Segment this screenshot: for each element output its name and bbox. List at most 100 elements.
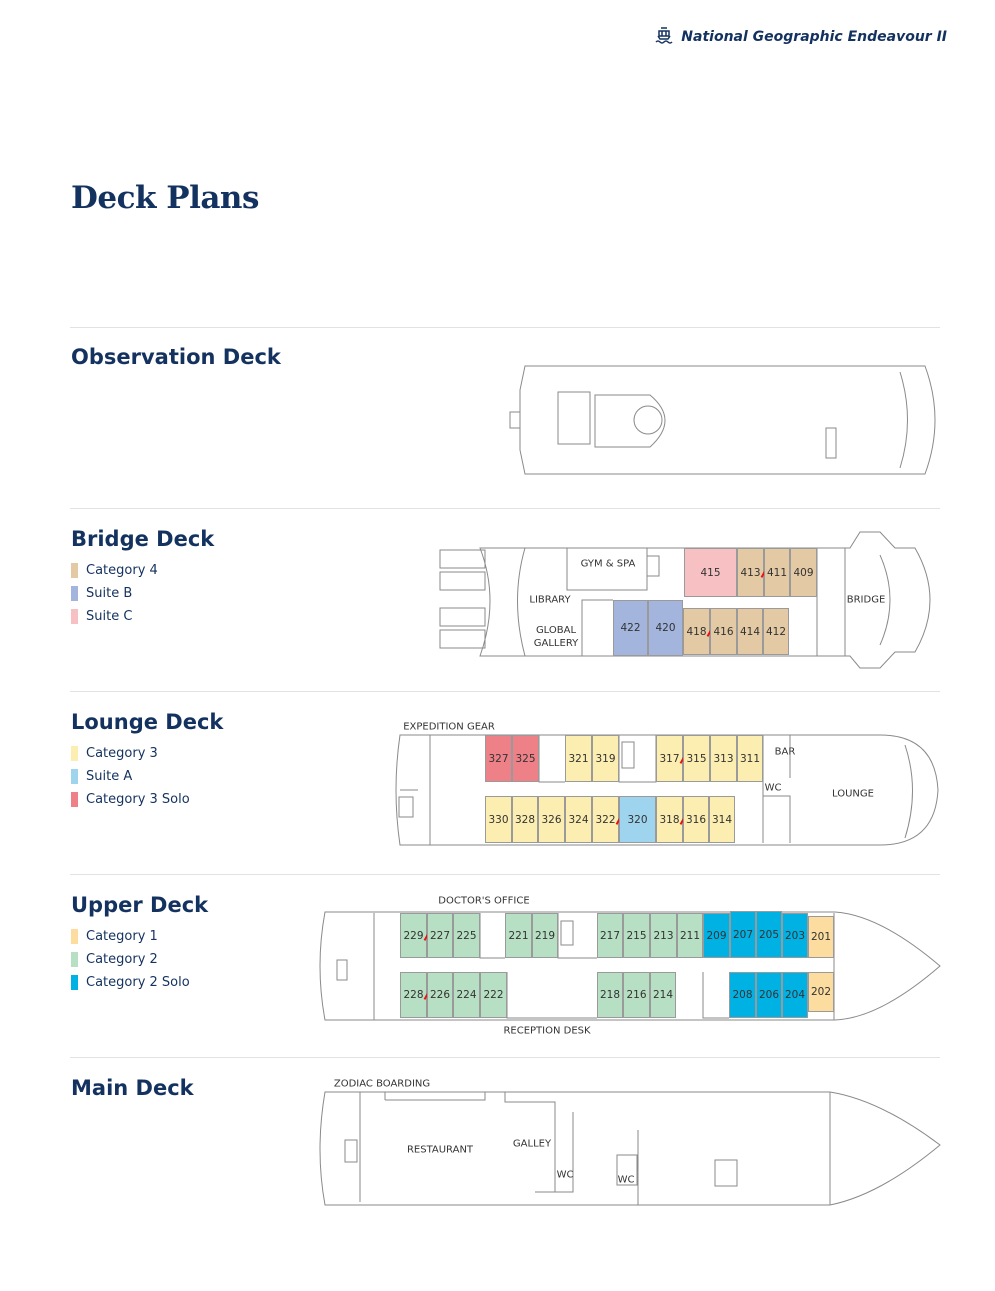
cabin-314[interactable]: 314 xyxy=(709,796,735,843)
cabin-221[interactable]: 221 xyxy=(505,913,532,958)
cabin-number: 420 xyxy=(655,622,676,634)
cabin-325[interactable]: 325 xyxy=(512,735,539,782)
legend-item: Category 3 xyxy=(71,742,190,765)
cabin-414[interactable]: 414 xyxy=(737,608,763,655)
cabin-218[interactable]: 218 xyxy=(597,972,623,1018)
cabin-number: 311 xyxy=(739,752,761,765)
cabin-215[interactable]: 215 xyxy=(623,913,650,958)
cabin-number: 315 xyxy=(686,752,707,765)
cabin-208[interactable]: 208 xyxy=(729,972,756,1018)
cabin-416[interactable]: 416 xyxy=(710,608,737,655)
cabin-number: 227 xyxy=(429,929,451,942)
cabin-330[interactable]: 330 xyxy=(485,796,512,843)
area-label: LIBRARY xyxy=(529,594,571,606)
cabin-203[interactable]: 203 xyxy=(782,913,808,958)
cabin-number: 409 xyxy=(793,566,814,579)
cabin-317[interactable]: 317 xyxy=(656,735,683,782)
cabin-418[interactable]: 418 xyxy=(683,608,710,655)
cabin-number: 203 xyxy=(784,929,806,942)
cabin-number: 330 xyxy=(488,813,509,826)
cabin-number: 318 xyxy=(659,813,680,826)
legend-swatch xyxy=(71,929,78,944)
cabin-324[interactable]: 324 xyxy=(565,796,592,843)
cabin-205[interactable]: 205 xyxy=(756,911,782,958)
cabin-219[interactable]: 219 xyxy=(532,913,558,958)
legend-label: Suite C xyxy=(86,609,133,624)
cabin-413[interactable]: 413 xyxy=(737,548,764,597)
cabin-313[interactable]: 313 xyxy=(710,735,737,782)
cabin-number: 207 xyxy=(732,928,754,941)
cabin-327[interactable]: 327 xyxy=(485,735,512,782)
legend-label: Category 2 Solo xyxy=(86,975,190,990)
area-label: RECEPTION DESK xyxy=(503,1025,591,1037)
main-deck-hull xyxy=(319,1091,941,1206)
cabin-number: 221 xyxy=(508,929,529,942)
cabin-412[interactable]: 412 xyxy=(763,608,789,655)
cabin-209[interactable]: 209 xyxy=(703,913,730,958)
cabin-409[interactable]: 409 xyxy=(790,548,817,597)
cabin-229[interactable]: 229 xyxy=(400,913,427,958)
page-title: Deck Plans xyxy=(71,180,259,216)
cabin-number: 314 xyxy=(711,813,733,826)
cabin-204[interactable]: 204 xyxy=(782,972,808,1018)
observation-deck-hull xyxy=(519,365,936,475)
divider xyxy=(70,874,940,875)
cabin-number: 229 xyxy=(403,929,424,942)
cabin-227[interactable]: 227 xyxy=(427,913,453,958)
cabin-326[interactable]: 326 xyxy=(538,796,565,843)
legend-item: Suite B xyxy=(71,582,158,605)
cabin-328[interactable]: 328 xyxy=(512,796,538,843)
legend-swatch xyxy=(71,975,78,990)
cabin-216[interactable]: 216 xyxy=(623,972,650,1018)
cabin-420[interactable]: 420 xyxy=(648,600,683,656)
cabin-320[interactable]: 320 xyxy=(619,796,656,843)
cabin-207[interactable]: 207 xyxy=(730,911,756,958)
cabin-number: 319 xyxy=(595,752,616,765)
cabin-225[interactable]: 225 xyxy=(453,913,480,958)
cabin-number: 320 xyxy=(627,813,648,826)
cabin-422[interactable]: 422 xyxy=(613,600,648,656)
cabin-number: 411 xyxy=(766,566,788,579)
cabin-222[interactable]: 222 xyxy=(480,972,507,1018)
cabin-224[interactable]: 224 xyxy=(453,972,480,1018)
bridge-deck-title: Bridge Deck xyxy=(71,527,215,551)
cabin-206[interactable]: 206 xyxy=(756,972,782,1018)
legend-item: Category 3 Solo xyxy=(71,788,190,811)
cabin-315[interactable]: 315 xyxy=(683,735,710,782)
legend-swatch xyxy=(71,792,78,807)
area-label: BRIDGE xyxy=(846,594,886,606)
cabin-316[interactable]: 316 xyxy=(683,796,709,843)
cabin-202[interactable]: 202 xyxy=(808,972,834,1012)
legend-item: Category 2 Solo xyxy=(71,971,190,994)
legend-swatch xyxy=(71,952,78,967)
cabin-321[interactable]: 321 xyxy=(565,735,592,782)
area-label: DOCTOR'S OFFICE xyxy=(438,895,530,907)
cabin-number: 321 xyxy=(568,752,589,765)
cabin-number: 224 xyxy=(456,989,477,1001)
legend: Category 3 Suite A Category 3 Solo xyxy=(71,742,190,811)
area-label: WC xyxy=(764,782,782,794)
cabin-number: 216 xyxy=(626,989,647,1001)
cabin-number: 213 xyxy=(653,929,674,942)
brand-header: National Geographic Endeavour II xyxy=(655,26,947,48)
cabin-228[interactable]: 228 xyxy=(400,972,427,1018)
cabin-411[interactable]: 411 xyxy=(764,548,790,597)
cabin-214[interactable]: 214 xyxy=(650,972,676,1018)
cabin-322[interactable]: 322 xyxy=(592,796,619,843)
cabin-211[interactable]: 211 xyxy=(677,913,703,958)
cabin-number: 324 xyxy=(568,813,589,826)
legend-label: Suite A xyxy=(86,769,133,784)
cabin-319[interactable]: 319 xyxy=(592,735,619,782)
cabin-311[interactable]: 311 xyxy=(737,735,763,782)
cabin-415[interactable]: 415 xyxy=(684,548,737,597)
legend-item: Category 2 xyxy=(71,948,190,971)
cabin-number: 208 xyxy=(732,989,753,1001)
cabin-201[interactable]: 201 xyxy=(808,916,834,958)
area-label: RESTAURANT xyxy=(406,1144,474,1156)
cabin-226[interactable]: 226 xyxy=(427,972,453,1018)
legend-label: Category 2 xyxy=(86,952,158,967)
cabin-318[interactable]: 318 xyxy=(656,796,683,843)
cabin-213[interactable]: 213 xyxy=(650,913,677,958)
cabin-217[interactable]: 217 xyxy=(597,913,623,958)
